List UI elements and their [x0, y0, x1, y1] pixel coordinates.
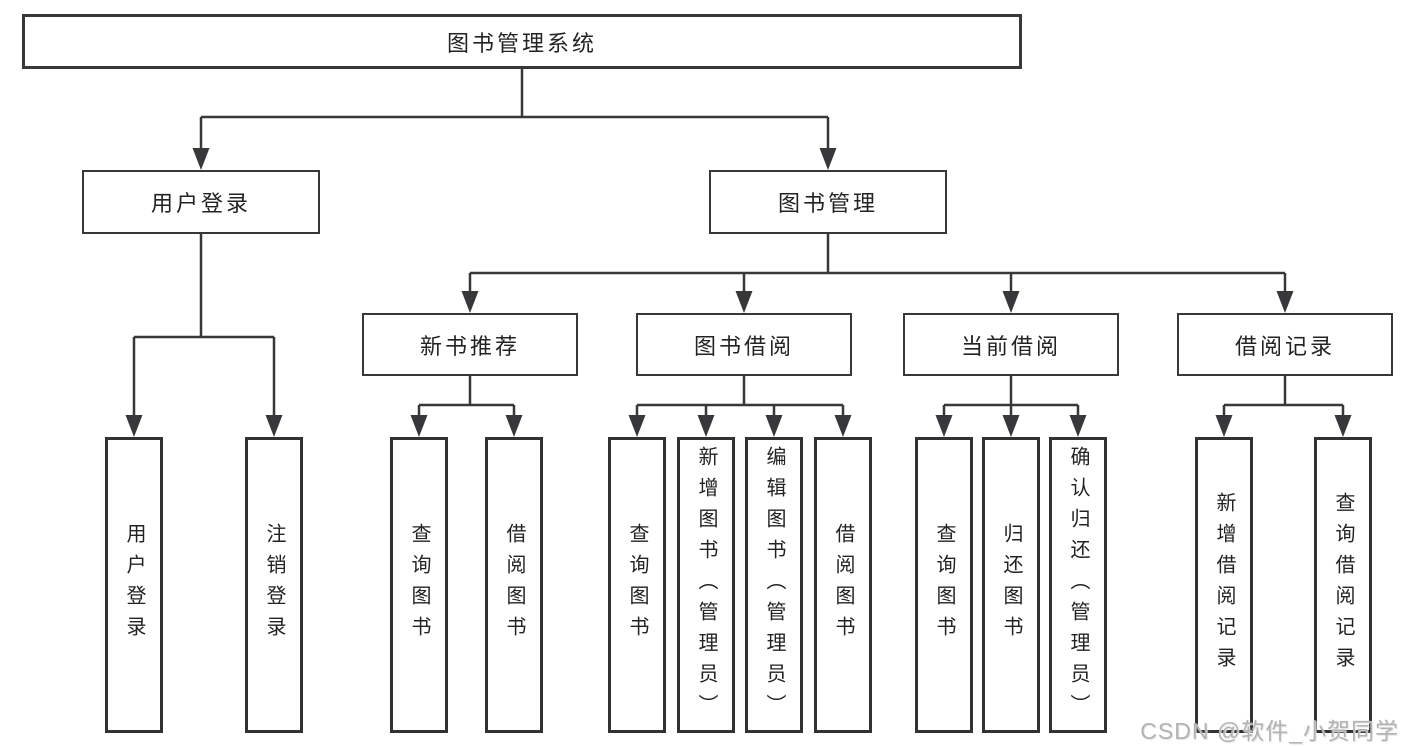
node-label: 查询图书 — [408, 523, 430, 647]
arrow-head — [935, 415, 953, 437]
node-label: 确认归还（管理员） — [1067, 445, 1089, 725]
node-leaf-cb-query-books: 查询图书 — [915, 437, 973, 733]
node-leaf-bb-query-books: 查询图书 — [608, 437, 666, 733]
arrow-head — [410, 415, 428, 437]
node-label: 注销登录 — [263, 523, 285, 647]
node-label: 用户登录 — [150, 191, 251, 216]
node-leaf-br-add-record: 新增借阅记录 — [1195, 437, 1253, 733]
node-label: 图书借阅 — [693, 333, 794, 359]
node-label: 图书管理系统 — [446, 30, 597, 56]
node-label: 借阅图书 — [503, 523, 525, 647]
connector-book-mgmt-children — [461, 234, 1294, 313]
arrow-head — [1334, 415, 1352, 437]
node-leaf-user-login: 用户登录 — [105, 437, 163, 733]
node-new-book-recommend: 新书推荐 — [362, 313, 578, 376]
arrow-head — [765, 415, 783, 437]
node-label: 查询图书 — [626, 523, 648, 647]
node-user-login-group: 用户登录 — [82, 170, 320, 234]
node-leaf-logout: 注销登录 — [245, 437, 303, 733]
node-root-system: 图书管理系统 — [22, 14, 1022, 69]
arrow-head — [834, 415, 852, 437]
node-label: 查询借阅记录 — [1332, 492, 1354, 678]
arrow-head — [1215, 415, 1233, 437]
node-label: 用户登录 — [123, 523, 145, 647]
arrow-head — [125, 415, 143, 437]
arrow-head — [192, 148, 210, 170]
node-leaf-br-query-record: 查询借阅记录 — [1314, 437, 1372, 733]
arrow-head — [1002, 415, 1020, 437]
node-leaf-nbr-query-books: 查询图书 — [390, 437, 448, 733]
node-current-borrowing: 当前借阅 — [903, 313, 1119, 376]
connector-new-book-rec-children — [410, 376, 523, 437]
node-label: 新增图书（管理员） — [695, 445, 717, 725]
arrow-head — [265, 415, 283, 437]
connector-borrow-records-children — [1215, 376, 1352, 437]
node-label: 借阅图书 — [832, 523, 854, 647]
node-label: 新书推荐 — [419, 333, 520, 359]
node-label: 新增借阅记录 — [1213, 492, 1235, 678]
arrow-head — [628, 415, 646, 437]
connector-user-login-children — [125, 234, 283, 437]
node-leaf-bb-edit-books-admin: 编辑图书（管理员） — [745, 437, 803, 733]
node-label: 归还图书 — [1000, 523, 1022, 647]
arrow-head — [505, 415, 523, 437]
node-leaf-nbr-borrow-books: 借阅图书 — [485, 437, 543, 733]
node-leaf-cb-confirm-return-admin: 确认归还（管理员） — [1049, 437, 1107, 733]
arrow-head — [819, 148, 837, 170]
node-leaf-cb-return-books: 归还图书 — [982, 437, 1040, 733]
node-book-management: 图书管理 — [709, 170, 947, 234]
node-label: 借阅记录 — [1234, 333, 1335, 359]
arrow-head — [1069, 415, 1087, 437]
node-leaf-bb-add-books-admin: 新增图书（管理员） — [677, 437, 735, 733]
node-borrowing-records: 借阅记录 — [1177, 313, 1393, 376]
node-label: 图书管理 — [777, 191, 878, 216]
csdn-watermark: CSDN @软件_小贺同学 — [1140, 718, 1399, 744]
node-leaf-bb-borrow-books: 借阅图书 — [814, 437, 872, 733]
arrow-head — [1002, 291, 1020, 313]
arrow-head — [1276, 291, 1294, 313]
connector-root-to-level2 — [192, 69, 837, 170]
node-label: 编辑图书（管理员） — [763, 445, 785, 725]
node-book-borrowing: 图书借阅 — [636, 313, 852, 376]
arrow-head — [461, 291, 479, 313]
arrow-head — [697, 415, 715, 437]
connector-current-borrow-children — [935, 376, 1087, 437]
node-label: 查询图书 — [933, 523, 955, 647]
connector-book-borrow-children — [628, 376, 852, 437]
arrow-head — [735, 291, 753, 313]
node-label: 当前借阅 — [960, 333, 1061, 359]
